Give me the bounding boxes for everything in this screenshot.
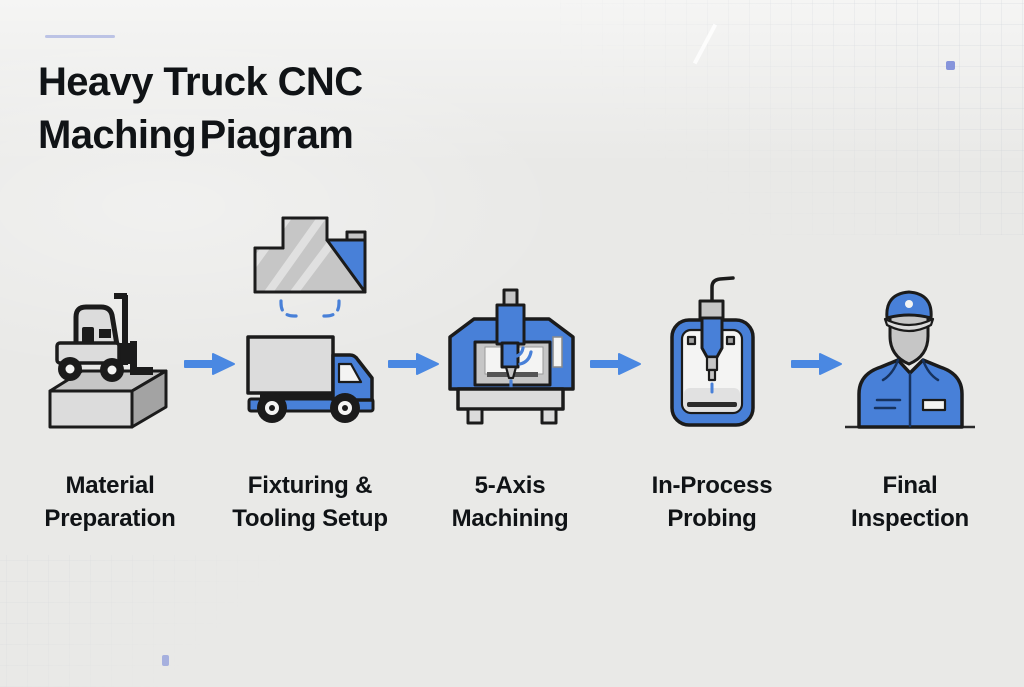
background-grid-texture xyxy=(0,555,280,687)
blue-square-decoration xyxy=(946,61,955,70)
arrow-right-icon xyxy=(388,352,440,381)
step-label-five-axis-machining: 5-Axis Machining xyxy=(451,472,569,532)
page-title: Heavy Truck CNC Maching Piagram xyxy=(38,56,363,162)
inspector-icon xyxy=(835,274,985,437)
background-grid-texture xyxy=(560,0,1024,235)
blue-mark-decoration xyxy=(162,655,169,666)
truck-fixture-icon xyxy=(235,204,385,431)
cnc-machine-icon xyxy=(436,285,586,432)
touch-probe-icon xyxy=(647,268,777,435)
blue-line-decoration xyxy=(45,35,115,38)
arrow-right-icon xyxy=(590,352,642,381)
white-streak-decoration xyxy=(692,23,718,65)
title-line-2: Maching Piagram xyxy=(38,113,354,157)
step-label-material-preparation: Material Preparation xyxy=(44,472,176,532)
arrow-right-icon xyxy=(791,352,843,381)
step-label-final-inspection: Final Inspection xyxy=(850,472,969,532)
title-line-1: Heavy Truck CNC xyxy=(38,60,363,104)
arrow-right-icon xyxy=(184,352,236,381)
step-label-fixturing-tooling-setup: Fixturing & Tooling Setup xyxy=(232,472,388,532)
step-label-in-process-probing: In-Process Probing xyxy=(651,472,773,532)
forklift-material-icon xyxy=(40,287,180,440)
